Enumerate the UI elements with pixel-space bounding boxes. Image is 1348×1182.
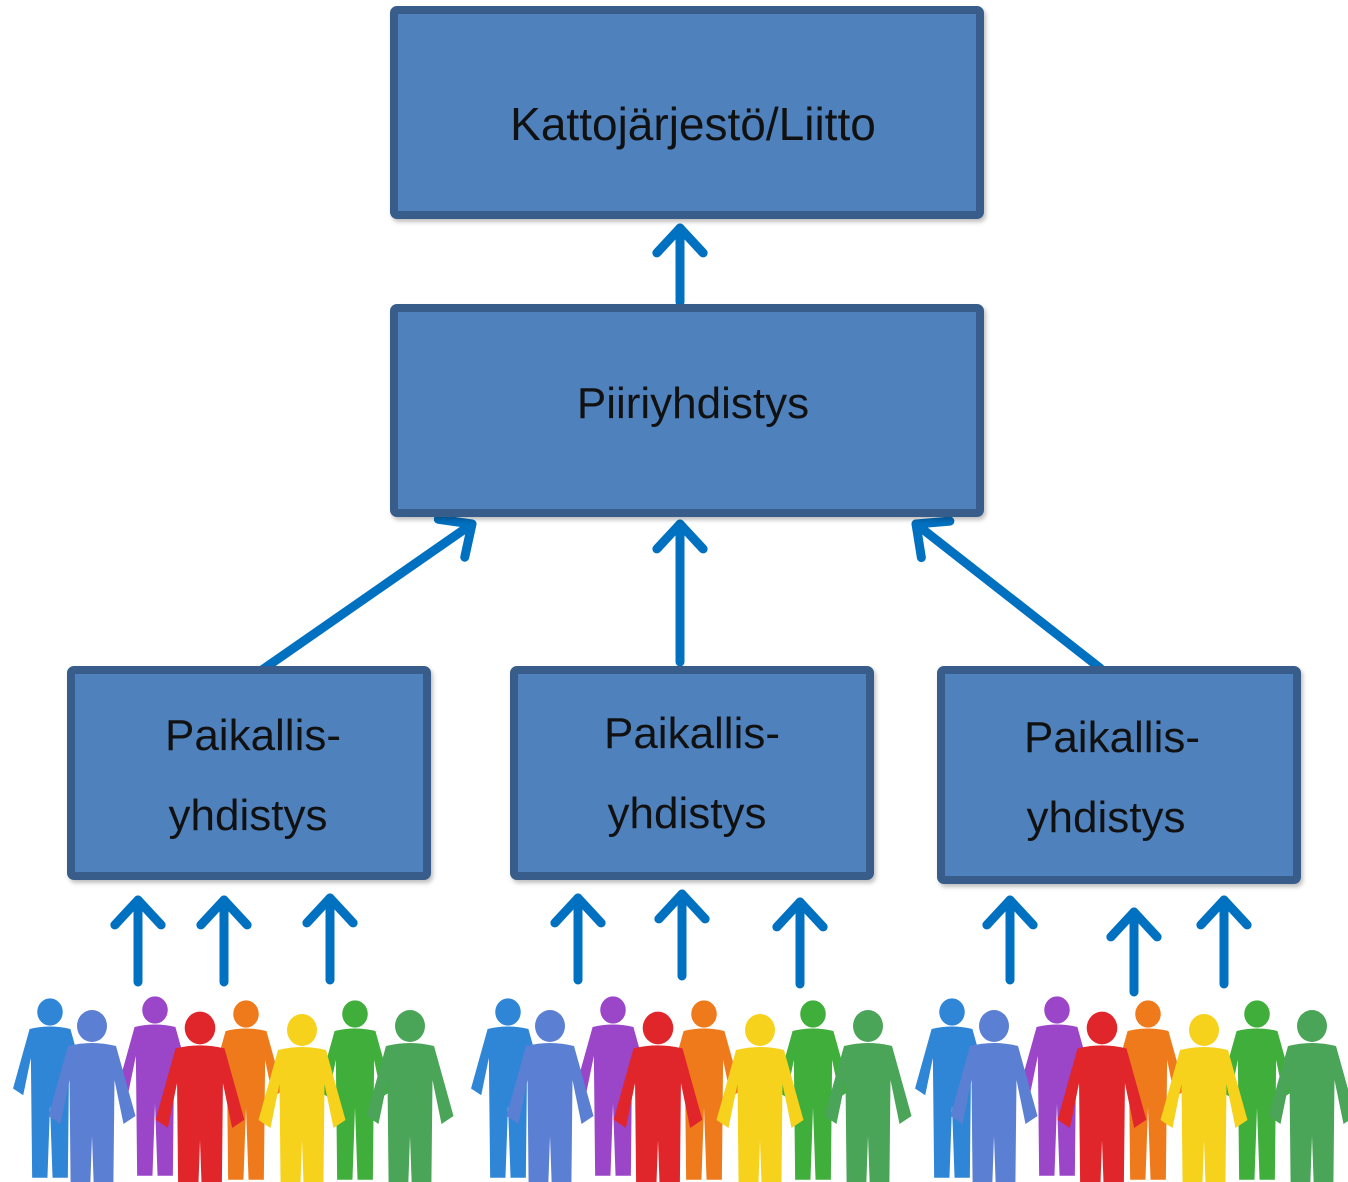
person-icon (1268, 1010, 1348, 1182)
local-association-rect-1 (67, 666, 431, 880)
local-association-label-1-line2: yhdistys (169, 791, 328, 840)
local-association-box-1: Paikallis- yhdistys (67, 666, 431, 880)
top-organization-rect (390, 6, 984, 219)
local-association-label-2-line1: Paikallis- (604, 709, 780, 758)
up-arrow-icon (911, 516, 1105, 673)
local-association-box-2: Paikallis- yhdistys (510, 666, 874, 880)
up-arrow-icon (1196, 895, 1252, 989)
top-organization-label: Kattojärjestö/Liitto (510, 98, 876, 150)
person-icon (776, 1000, 850, 1180)
person-icon (950, 1010, 1038, 1182)
person-icon (318, 1000, 392, 1180)
up-arrow-icon (196, 895, 252, 987)
people-groups-layer (13, 996, 1348, 1182)
up-arrow-icon (652, 223, 708, 307)
local-association-label-3-line1: Paikallis- (1024, 713, 1200, 762)
person-icon (366, 1010, 454, 1182)
district-association-box: Piiriyhdistys (390, 304, 984, 517)
district-association-label: Piiriyhdistys (577, 379, 809, 428)
person-icon (613, 1011, 703, 1182)
person-icon (1057, 1011, 1147, 1182)
local-association-label-2-line2: yhdistys (608, 789, 767, 838)
person-icon (1220, 1000, 1294, 1180)
up-arrow-icon (110, 895, 166, 987)
top-organization-box: Kattojärjestö/Liitto (390, 6, 984, 219)
up-arrow-icon (654, 889, 710, 981)
up-arrow-icon (257, 514, 477, 675)
person-icon (716, 1014, 804, 1182)
arrows-layer (110, 223, 1252, 997)
people-group-icon (13, 996, 454, 1182)
district-association-rect (390, 304, 984, 517)
person-icon (506, 1010, 594, 1182)
up-arrow-icon (772, 897, 828, 989)
up-arrow-icon (550, 893, 606, 985)
local-association-rect-3 (937, 666, 1301, 884)
person-icon (155, 1011, 245, 1182)
person-icon (48, 1010, 136, 1182)
local-association-label-1-line1: Paikallis- (165, 711, 341, 760)
people-group-icon (915, 996, 1348, 1182)
up-arrow-icon (302, 893, 358, 985)
person-icon (824, 1010, 912, 1182)
people-group-icon (471, 996, 912, 1182)
local-association-rect-2 (510, 666, 874, 880)
person-icon (1160, 1014, 1248, 1182)
up-arrow-icon (652, 519, 708, 667)
person-icon (258, 1014, 346, 1182)
local-association-label-3-line2: yhdistys (1027, 793, 1186, 842)
local-association-box-3: Paikallis- yhdistys (937, 666, 1301, 884)
up-arrow-icon (1106, 907, 1162, 997)
up-arrow-icon (982, 895, 1038, 985)
